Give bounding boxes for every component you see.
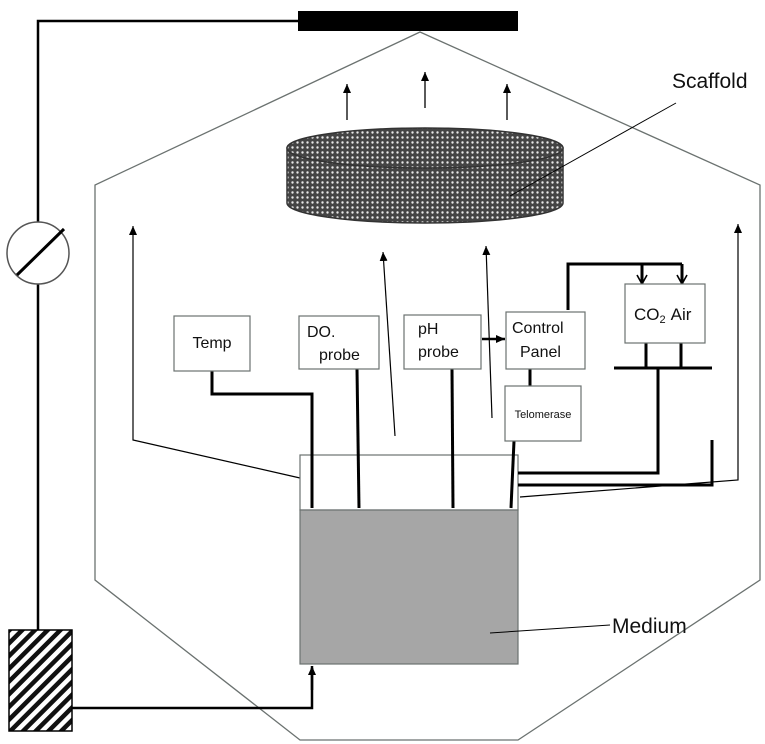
pump-icon bbox=[8, 629, 73, 732]
co2-feed-arrows bbox=[636, 270, 688, 286]
do-probe-box: DO. probe bbox=[298, 315, 380, 370]
exhaust-bar bbox=[298, 11, 518, 31]
ph-probe-label-line2: probe bbox=[418, 344, 459, 361]
telomerase-label: Telomerase bbox=[515, 409, 572, 421]
ph-probe-box: pH probe bbox=[403, 314, 482, 370]
ph-probe-label-line1: pH bbox=[418, 321, 438, 338]
medium-leader bbox=[489, 624, 611, 634]
probe-wires bbox=[210, 262, 714, 509]
vessel-outline bbox=[299, 454, 519, 511]
scaffold-label: Scaffold bbox=[672, 70, 748, 93]
medium-fill bbox=[299, 509, 519, 665]
circulation-arrows bbox=[129, 224, 742, 498]
chamber-outline bbox=[94, 31, 761, 741]
temp-label: Temp bbox=[192, 335, 231, 352]
control-panel-label-line1: Control bbox=[512, 320, 564, 337]
control-panel-box: Control Panel bbox=[505, 311, 586, 370]
scaffold-icon bbox=[286, 127, 564, 224]
outflow-arrows bbox=[343, 72, 511, 120]
telomerase-box: Telomerase bbox=[504, 385, 582, 442]
temp-box: Temp bbox=[173, 315, 251, 372]
medium-label: Medium bbox=[612, 615, 687, 638]
do-probe-label-line2: probe bbox=[319, 347, 360, 364]
do-probe-label-line1: DO. bbox=[307, 324, 335, 341]
flow-gauge-icon bbox=[6, 221, 70, 285]
control-panel-label-line2: Panel bbox=[520, 344, 561, 361]
scaffold-leader bbox=[509, 102, 677, 197]
